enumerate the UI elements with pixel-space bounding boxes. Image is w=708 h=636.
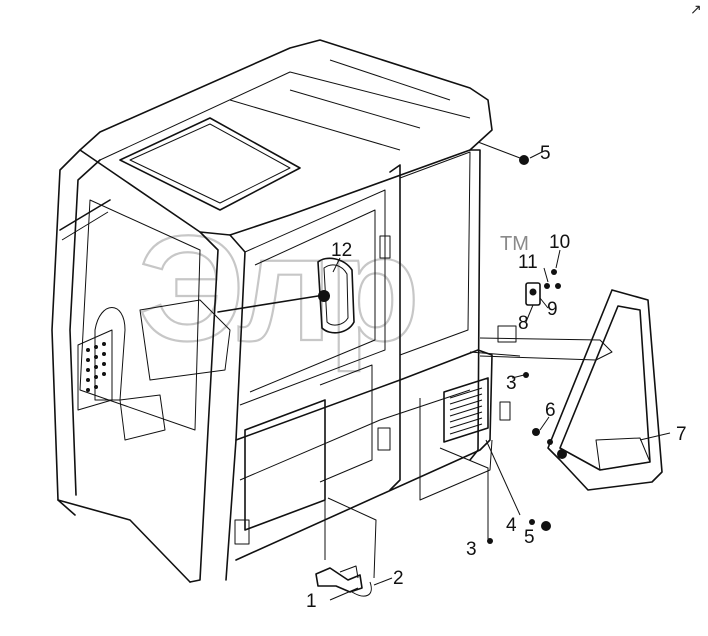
rearview-mirror [217,257,355,334]
handle-assembly [315,490,377,597]
callout-4: 4 [506,515,517,536]
callout-12: 12 [331,240,352,261]
latch-assembly [469,269,613,361]
callout-3-upper: 3 [506,373,517,394]
corner-arrow-icon: ↗ [690,1,702,17]
callout-7: 7 [676,424,687,445]
cab-body [51,39,511,583]
leader-lines [329,151,671,601]
callout-2: 2 [393,568,404,589]
watermark-trademark: TM [500,233,529,255]
callout-10: 10 [549,232,570,253]
callout-5-upper: 5 [540,143,551,164]
callout-9: 9 [547,299,558,320]
callout-6: 6 [545,400,556,421]
callout-5-lower: 5 [524,527,535,548]
side-window-panel [547,289,663,491]
callout-labels: 1 2 3 3 3 4 5 5 6 7 8 9 10 11 12 [306,143,687,612]
callout-11: 11 [518,252,538,273]
watermark: Элр TM [137,203,529,373]
callout-8: 8 [518,313,529,334]
callout-3-lower: 3 [466,539,477,560]
fasteners [439,141,553,544]
callout-1: 1 [306,591,317,612]
perforation-holes [86,342,106,392]
watermark-text: Элр [138,204,416,372]
